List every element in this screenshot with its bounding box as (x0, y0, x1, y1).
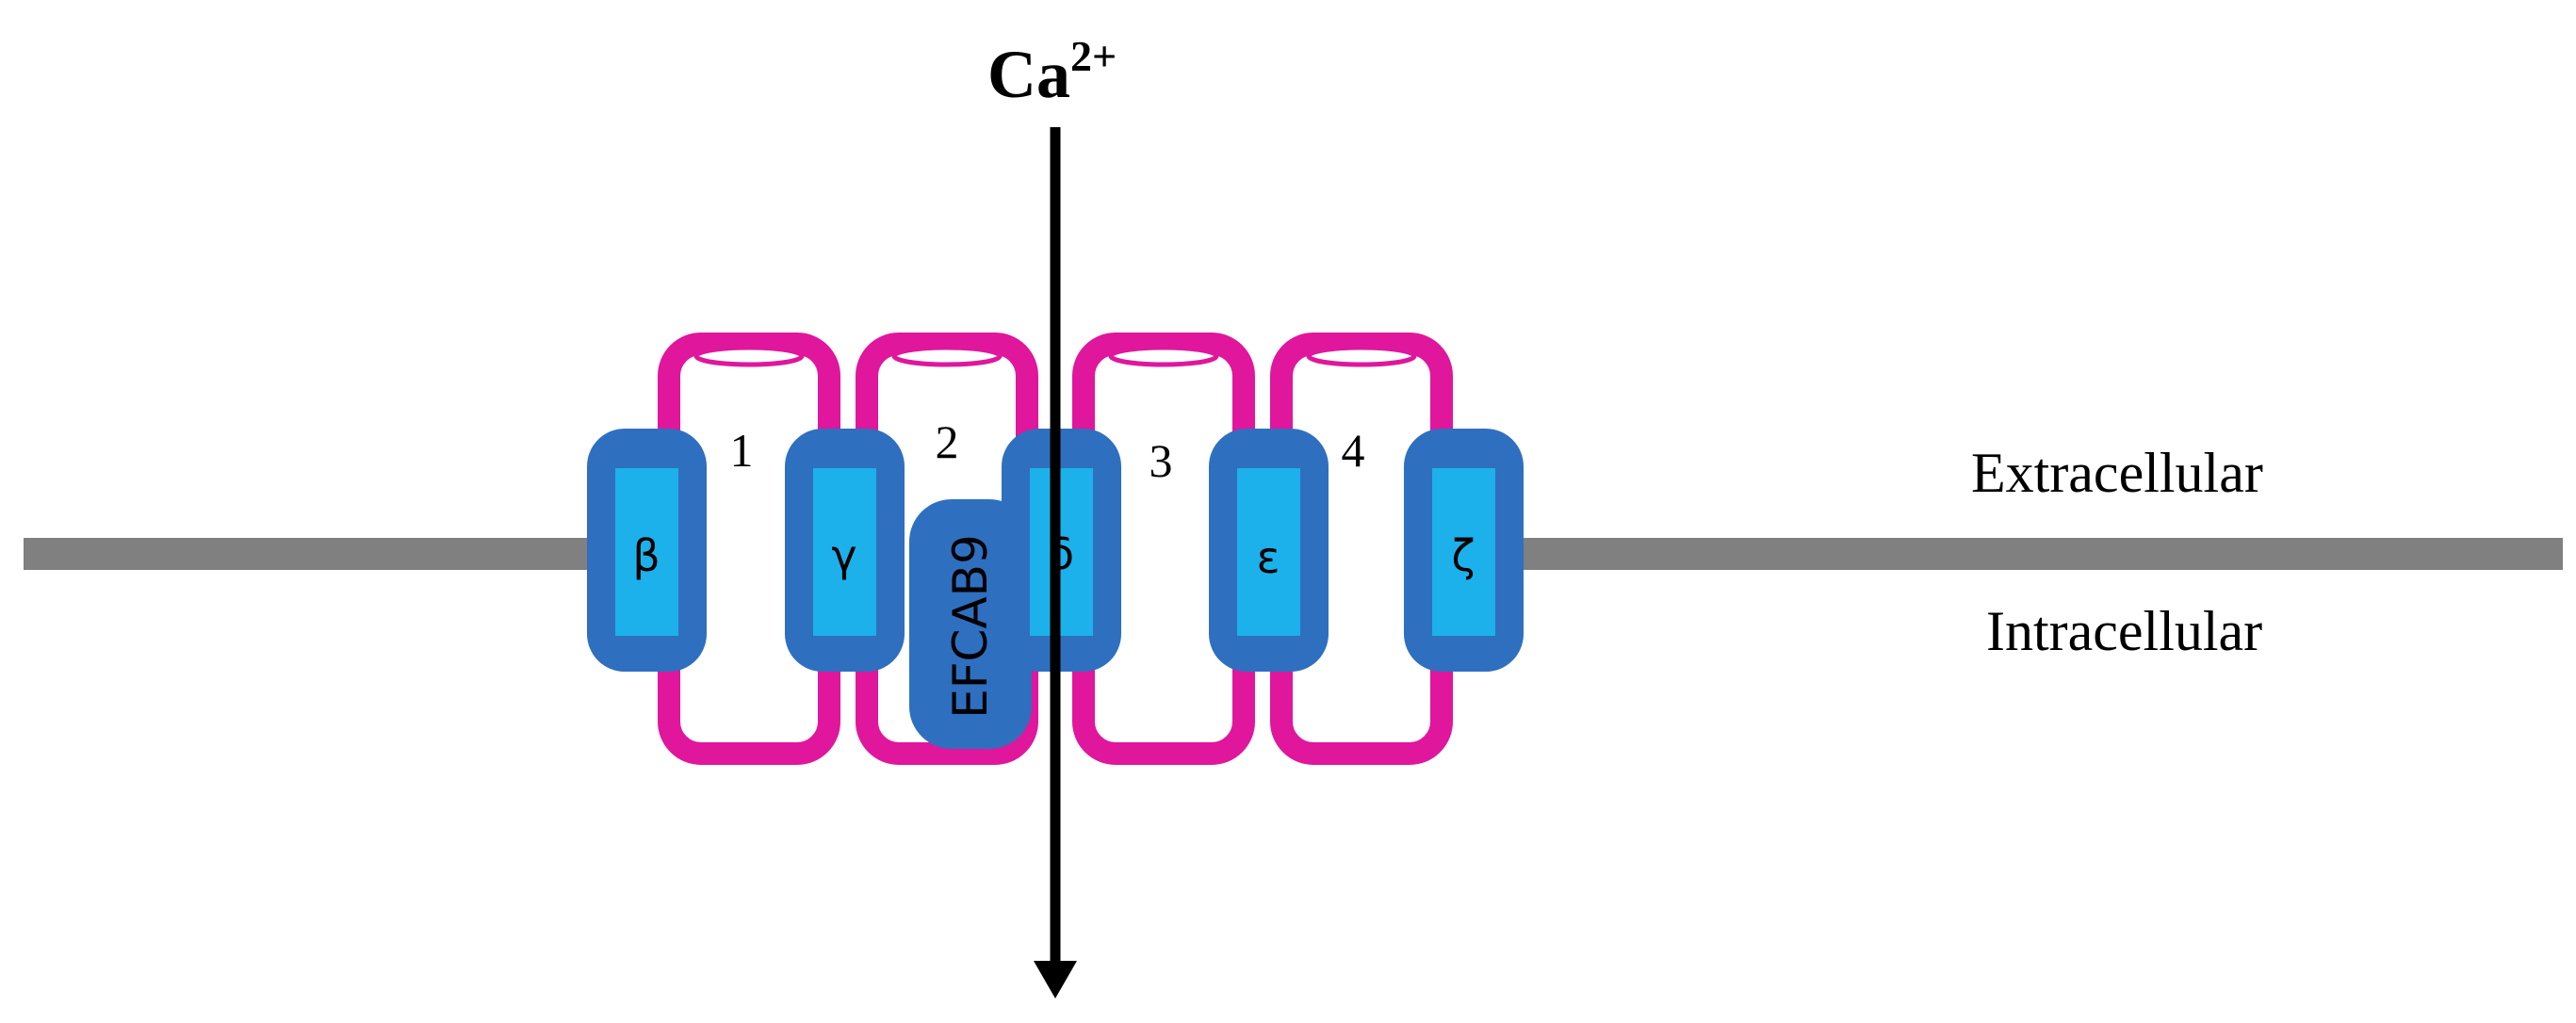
beta-label: β (632, 530, 660, 581)
subunit-epsilon: ε (1209, 429, 1329, 672)
pore-loop-2-label: 2 (936, 415, 959, 468)
subunit-delta: δ (1002, 429, 1121, 672)
subunit-beta: β (587, 429, 707, 672)
ca-influx-arrowhead (1034, 961, 1077, 999)
efcab9-label: EFCAB9 (943, 534, 998, 719)
zeta-label: ζ (1451, 530, 1475, 581)
pore-loop-1-label: 1 (730, 424, 754, 477)
calcium-ion-label: Ca2+ (987, 32, 1117, 112)
calcium-symbol: Ca (987, 37, 1070, 112)
pore-loop-4-label: 4 (1342, 424, 1365, 477)
intracellular-label: Intracellular (1986, 600, 2262, 662)
calcium-charge: 2+ (1070, 32, 1117, 80)
subunit-gamma: γ (785, 429, 905, 672)
gamma-label: γ (831, 530, 856, 581)
subunit-zeta: ζ (1404, 429, 1524, 672)
subunit-efcab9: EFCAB9 (909, 499, 1032, 749)
epsilon-label: ε (1257, 532, 1280, 583)
extracellular-label: Extracellular (1971, 442, 2263, 504)
pore-loop-3-label: 3 (1149, 434, 1173, 487)
